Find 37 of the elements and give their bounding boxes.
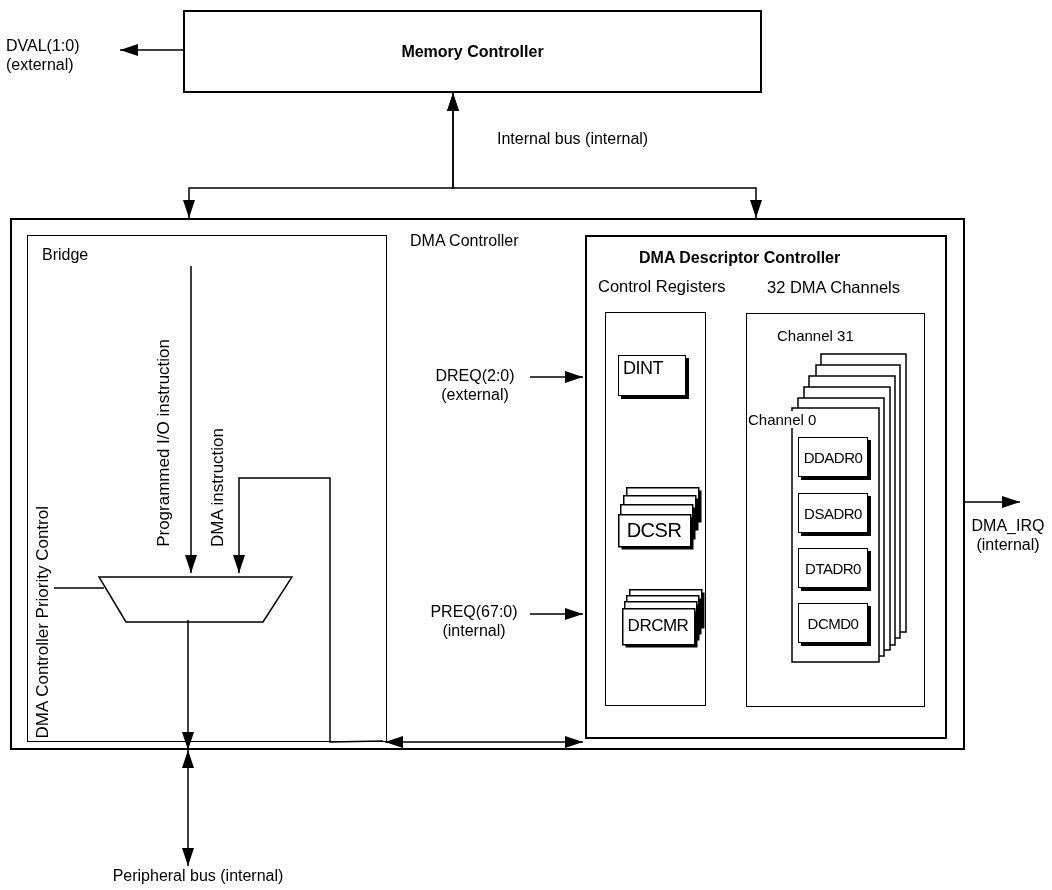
arrow	[233, 477, 384, 743]
register-name: DRCMR	[626, 615, 690, 637]
block-title: DMA Controller	[410, 232, 519, 251]
controller-block	[10, 218, 965, 750]
arrow	[185, 265, 197, 574]
controller-box: Memory Controller	[183, 10, 762, 93]
signal-label: DMA_IRQ (internal)	[964, 502, 1052, 558]
edge-label: Internal bus (internal)	[497, 130, 649, 148]
block-title: Bridge	[42, 246, 89, 265]
register-box: DDADR0	[798, 437, 868, 477]
signal-label: DREQ(2:0) (external)	[418, 366, 532, 412]
arrow	[964, 496, 1021, 508]
register-name: DCSR	[625, 517, 683, 543]
register-box: DSADR0	[798, 493, 868, 533]
register-box: DINT	[618, 355, 686, 396]
block-title: 32 DMA Channels	[767, 278, 900, 297]
double-arrow	[384, 736, 584, 748]
bridge-block	[27, 235, 387, 742]
arrow	[529, 371, 584, 383]
channel-label: Channel 0	[748, 411, 817, 429]
double-arrow	[447, 92, 762, 219]
connector-line	[53, 587, 105, 589]
edge-label: Programmed I/O instruction	[154, 339, 175, 547]
signal-label: DVAL(1:0) (external)	[6, 36, 120, 78]
signal-label: Peripheral bus (internal)	[88, 866, 308, 888]
register-box: DTADR0	[798, 548, 868, 588]
block-title: DMA Descriptor Controller	[639, 249, 841, 268]
channel-label: Channel 31	[777, 327, 854, 345]
block-title: Control Registers	[598, 277, 726, 296]
signal-label: DMA Controller Priority Control	[33, 505, 57, 738]
signal-label: PREQ(67:0) (internal)	[416, 602, 532, 648]
arrow	[529, 608, 584, 620]
arrow	[119, 44, 184, 56]
controller-block	[585, 235, 947, 739]
double-arrow	[182, 749, 194, 867]
arrow	[182, 619, 194, 751]
register-box: DCMD0	[798, 603, 868, 643]
